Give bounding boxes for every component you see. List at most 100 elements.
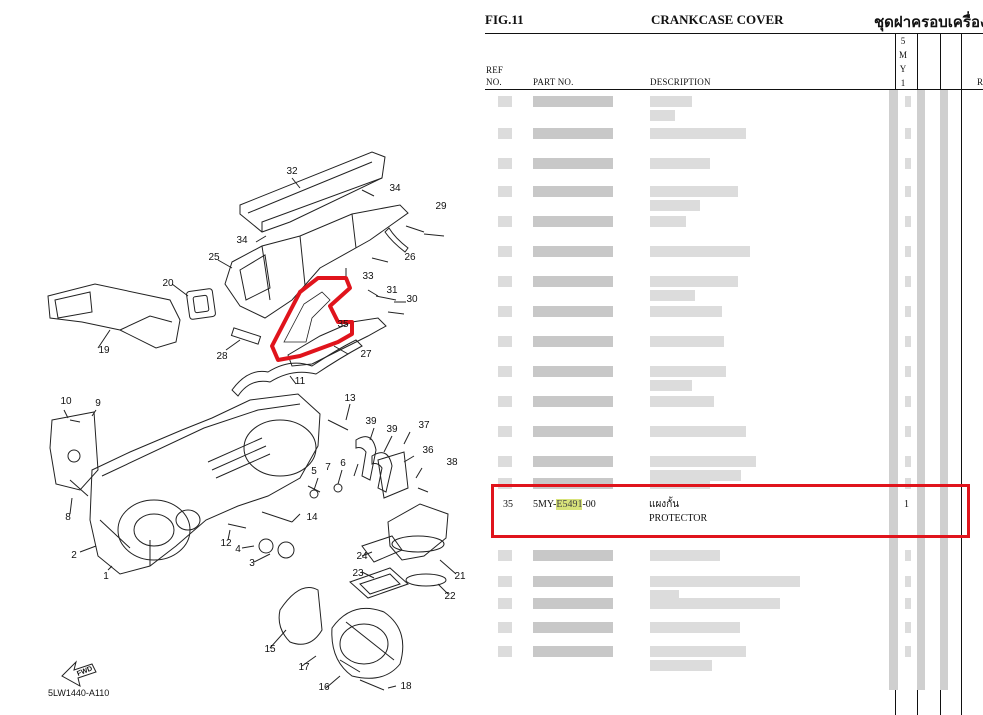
redacted-cell <box>650 426 746 437</box>
redacted-cell <box>533 128 613 139</box>
header-rule-bottom <box>485 89 983 90</box>
part-26-strip <box>384 227 409 253</box>
redacted-cell <box>650 646 746 657</box>
redacted-cell <box>533 276 613 287</box>
redacted-cell <box>650 128 746 139</box>
redacted-cell <box>533 336 613 347</box>
redacted-cell <box>905 576 911 587</box>
part-mid-highlight: E5491 <box>556 499 583 510</box>
redacted-cell <box>905 456 911 467</box>
header-remarks: R <box>977 77 983 87</box>
part-callout: 22 <box>444 591 456 602</box>
redacted-cell <box>905 366 911 377</box>
part-17-fan-cover <box>331 608 404 679</box>
part-20-seal <box>186 288 216 320</box>
part-callout: 25 <box>208 252 220 263</box>
part-23-frame <box>349 567 409 599</box>
part-11-wire <box>231 339 363 397</box>
redacted-cell <box>650 590 680 601</box>
redacted-cell <box>498 216 512 227</box>
redacted-cell <box>498 576 512 587</box>
part-callout: 34 <box>389 183 401 194</box>
redacted-cell <box>650 336 724 347</box>
redacted-cell <box>533 186 613 197</box>
parts-list-sheet: FIG.11 CRANKCASE COVER ชุดฝาครอบเครื่อง … <box>485 0 983 715</box>
fwd-arrow-icon <box>61 660 97 687</box>
redacted-cell <box>498 598 512 609</box>
redacted-cell <box>650 246 750 257</box>
redacted-cell <box>905 128 911 139</box>
redacted-cell <box>498 426 512 437</box>
redacted-cell <box>650 470 741 481</box>
redacted-cell <box>498 550 512 561</box>
part-28-pad <box>230 327 262 345</box>
redacted-cell <box>498 246 512 257</box>
part-9-plate <box>49 411 99 491</box>
part-callout: 34 <box>236 235 248 246</box>
part-19-intake-duct <box>47 283 181 349</box>
redacted-cell <box>905 96 911 107</box>
part-27-gasket <box>287 317 387 367</box>
part-callout: 13 <box>344 393 356 404</box>
redacted-cell <box>650 306 722 317</box>
part-callout: 27 <box>360 349 372 360</box>
part-callout: 26 <box>404 252 416 263</box>
part-callout: 15 <box>264 644 276 655</box>
redacted-cell <box>650 576 800 587</box>
redacted-cell <box>533 96 613 107</box>
part-callout: 16 <box>318 682 330 693</box>
row-description: PROTECTOR <box>649 513 708 524</box>
header-description: DESCRIPTION <box>650 77 711 87</box>
redacted-cell <box>905 246 911 257</box>
blurred-column <box>917 90 925 690</box>
redacted-cell <box>498 306 512 317</box>
redacted-cell <box>533 396 613 407</box>
part-callout: 35 <box>337 319 349 330</box>
redacted-cell <box>905 158 911 169</box>
redacted-cell <box>498 366 512 377</box>
redacted-cell <box>498 478 512 489</box>
part-callout: 6 <box>340 458 346 469</box>
redacted-cell <box>650 158 710 169</box>
header-part-no: PART NO. <box>533 77 574 87</box>
redacted-cell <box>905 186 911 197</box>
redacted-cell <box>533 478 613 489</box>
part-callout: 29 <box>435 201 447 212</box>
header-rule-top <box>485 33 983 34</box>
part-39-clip <box>355 436 377 481</box>
model-code-char: Y <box>899 64 907 74</box>
part-callout: 2 <box>71 550 77 561</box>
part-callout: 36 <box>422 445 434 456</box>
redacted-cell <box>650 276 738 287</box>
highlight-box-ref-35 <box>491 484 970 538</box>
redacted-cell <box>650 186 738 197</box>
part-callout: 23 <box>352 568 364 579</box>
figure-number: FIG.11 <box>485 12 524 27</box>
part-callout: 8 <box>65 512 71 523</box>
part-25-duct-housing <box>224 204 409 319</box>
part-callout: 31 <box>386 285 398 296</box>
redacted-cell <box>650 478 710 489</box>
part-callout: 33 <box>362 271 374 282</box>
redacted-cell <box>498 646 512 657</box>
redacted-cell <box>498 276 512 287</box>
header-ref: REF <box>486 65 504 75</box>
redacted-cell <box>905 306 911 317</box>
redacted-cell <box>905 646 911 657</box>
redacted-cell <box>498 186 512 197</box>
redacted-cell <box>533 550 613 561</box>
redacted-cell <box>650 550 720 561</box>
part-callout: 20 <box>162 278 174 289</box>
part-callout: 32 <box>286 166 298 177</box>
table-row-ref-35[interactable]: 35 5MY-E5491-00 แผงกั้น PROTECTOR 1 <box>485 495 975 535</box>
part-callout: 4 <box>235 544 241 555</box>
redacted-cell <box>498 456 512 467</box>
part-callout: 30 <box>406 294 418 305</box>
redacted-cell <box>533 622 613 633</box>
part-callout: 19 <box>98 345 110 356</box>
part-callout: 5 <box>311 466 317 477</box>
part-35-red-outline <box>270 276 354 362</box>
redacted-cell <box>533 576 613 587</box>
redacted-cell <box>533 216 613 227</box>
